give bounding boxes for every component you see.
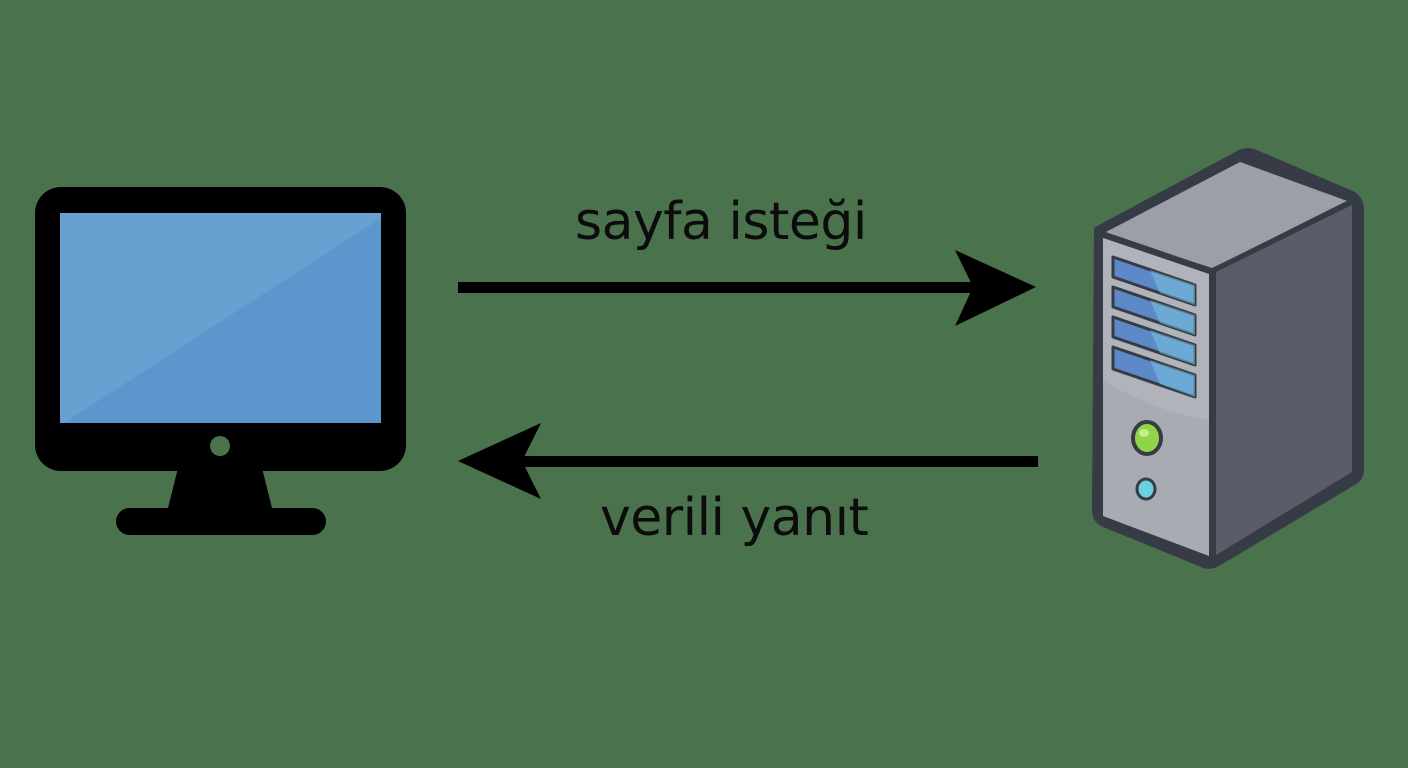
activity-led-icon bbox=[1135, 477, 1157, 501]
desktop-monitor-icon bbox=[35, 187, 406, 535]
drive-slots bbox=[1111, 255, 1197, 399]
power-led-icon bbox=[1131, 420, 1163, 456]
response-label: verili yanıt bbox=[600, 488, 869, 548]
request-arrow bbox=[458, 250, 1036, 326]
server-tower-icon bbox=[1092, 148, 1364, 569]
request-label: sayfa isteği bbox=[575, 192, 867, 252]
response-arrow bbox=[458, 423, 1038, 499]
